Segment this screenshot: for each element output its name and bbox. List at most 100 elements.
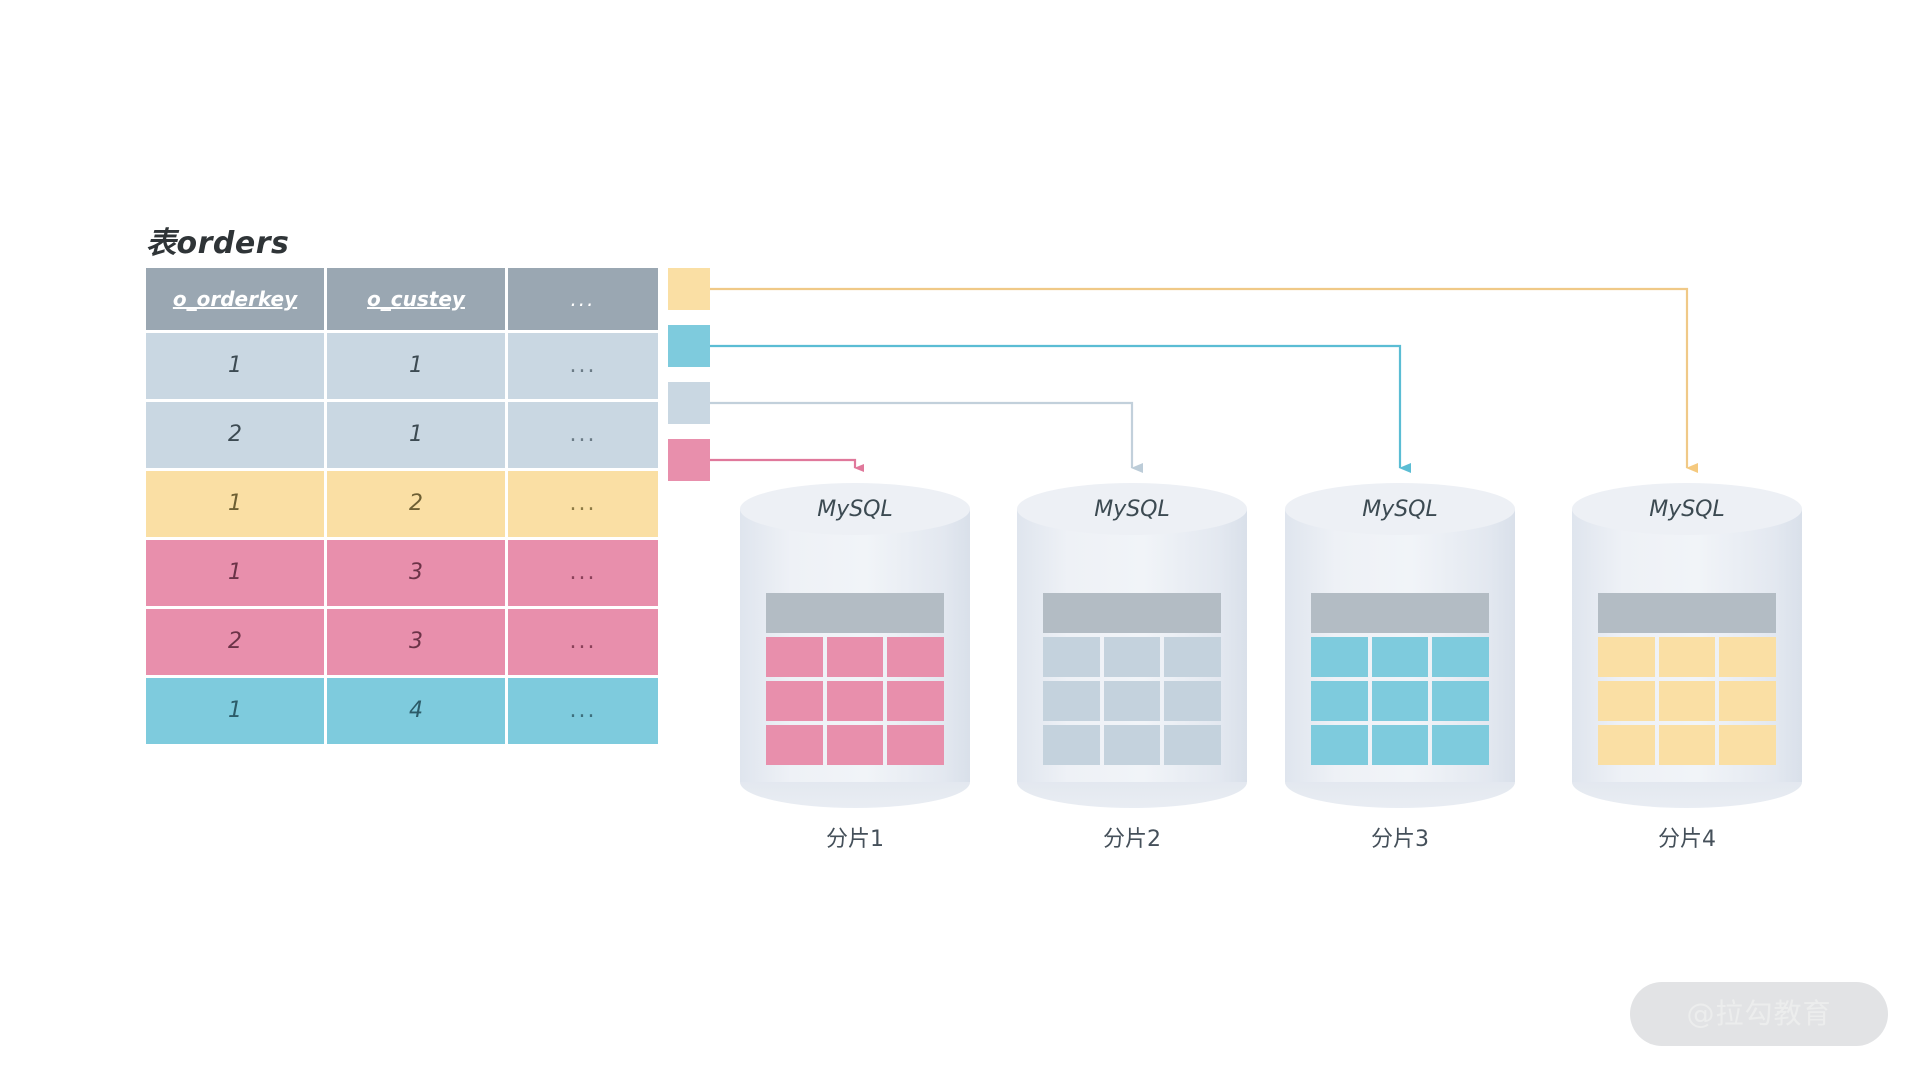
mini-cell <box>826 681 884 721</box>
cell-custey: 4 <box>327 678 505 744</box>
mini-cell <box>1103 725 1161 765</box>
table-header-row: o_orderkey o_custey ... <box>146 268 661 330</box>
mini-cell <box>1598 637 1655 677</box>
mini-cell <box>766 637 823 677</box>
mini-cell <box>887 725 945 765</box>
mini-table-row <box>1043 725 1222 765</box>
mini-cell <box>1598 681 1655 721</box>
cell-custey: 2 <box>327 471 505 537</box>
table-row: 2 3 ... <box>146 609 661 675</box>
mini-cell <box>1311 637 1368 677</box>
mini-cell <box>1432 637 1490 677</box>
cell-orderkey: 1 <box>146 333 324 399</box>
database-label: MySQL <box>1649 497 1725 522</box>
legend-swatch-blue-gray <box>668 382 710 424</box>
mini-table-row <box>766 637 945 677</box>
mini-table-row <box>1311 725 1490 765</box>
mini-cell <box>1043 725 1100 765</box>
mini-table-header <box>1043 593 1221 633</box>
mini-table-header <box>1598 593 1776 633</box>
shard-name: 分片2 <box>1103 827 1161 852</box>
database-label: MySQL <box>1362 497 1438 522</box>
cell-custey: 1 <box>327 402 505 468</box>
mini-cell <box>1103 637 1161 677</box>
cell-more: ... <box>508 609 658 675</box>
shard-3: MySQL 分片3 <box>1285 483 1515 852</box>
mini-cell <box>826 725 884 765</box>
mini-cell <box>1719 637 1777 677</box>
mini-cell <box>1311 681 1368 721</box>
mini-cell <box>1432 681 1490 721</box>
watermark-text: @拉勾教育 <box>1686 997 1832 1030</box>
shard-name: 分片4 <box>1658 827 1716 852</box>
legend-swatch-yellow <box>668 268 710 310</box>
mini-table <box>1598 593 1777 769</box>
mini-table-header <box>1311 593 1489 633</box>
shard-name: 分片3 <box>1371 827 1429 852</box>
cell-more: ... <box>508 402 658 468</box>
cylinder: MySQL <box>1572 483 1802 808</box>
wire-bluegray-to-shard2 <box>710 401 1143 473</box>
mini-cell <box>1658 681 1716 721</box>
cylinder-top <box>1572 483 1802 535</box>
table-row: 1 3 ... <box>146 540 661 606</box>
mini-cell <box>826 637 884 677</box>
cell-orderkey: 1 <box>146 471 324 537</box>
table-title: 表orders <box>146 226 290 261</box>
cell-orderkey: 2 <box>146 402 324 468</box>
mini-table-row <box>1043 681 1222 721</box>
column-header-custey: o_custey <box>327 268 505 330</box>
cylinder-top <box>1285 483 1515 535</box>
mini-table-row <box>1311 681 1490 721</box>
mini-cell <box>1371 681 1429 721</box>
mini-table-row <box>766 681 945 721</box>
mini-table-row <box>1598 637 1777 677</box>
mini-table <box>1043 593 1222 769</box>
cell-orderkey: 1 <box>146 678 324 744</box>
cell-more: ... <box>508 471 658 537</box>
mini-cell <box>1371 725 1429 765</box>
wire-yellow-to-shard4 <box>710 287 1698 473</box>
cell-more: ... <box>508 678 658 744</box>
mini-cell <box>1164 725 1222 765</box>
mini-cell <box>887 681 945 721</box>
wire-pink-to-shard1 <box>710 458 864 472</box>
mini-cell <box>1164 681 1222 721</box>
mini-cell <box>1043 637 1100 677</box>
mini-table-row <box>1598 725 1777 765</box>
cell-custey: 1 <box>327 333 505 399</box>
mini-cell <box>887 637 945 677</box>
mini-cell <box>1103 681 1161 721</box>
table-row: 1 2 ... <box>146 471 661 537</box>
database-label: MySQL <box>1094 497 1170 522</box>
mini-cell <box>1598 725 1655 765</box>
mini-cell <box>766 725 823 765</box>
mini-table-row <box>1043 637 1222 677</box>
mini-cell <box>1164 637 1222 677</box>
mini-cell <box>1043 681 1100 721</box>
mini-cell <box>1311 725 1368 765</box>
cylinder-top <box>1017 483 1247 535</box>
mini-table <box>1311 593 1490 769</box>
mini-table-row <box>1598 681 1777 721</box>
mini-table-row <box>1311 637 1490 677</box>
table-row: 1 4 ... <box>146 678 661 744</box>
table-row: 2 1 ... <box>146 402 661 468</box>
mini-cell <box>1719 681 1777 721</box>
column-header-more: ... <box>508 268 658 330</box>
column-header-orderkey: o_orderkey <box>146 268 324 330</box>
shard-name: 分片1 <box>826 827 884 852</box>
legend-swatch-pink <box>668 439 710 481</box>
watermark-badge: @拉勾教育 <box>1630 982 1888 1046</box>
cell-orderkey: 1 <box>146 540 324 606</box>
cylinder-top <box>740 483 970 535</box>
cell-more: ... <box>508 540 658 606</box>
mini-cell <box>766 681 823 721</box>
shard-2: MySQL 分片2 <box>1017 483 1247 852</box>
mini-table <box>766 593 945 769</box>
database-label: MySQL <box>817 497 893 522</box>
mini-cell <box>1371 637 1429 677</box>
cell-custey: 3 <box>327 540 505 606</box>
wire-cyan-to-shard3 <box>710 344 1411 473</box>
